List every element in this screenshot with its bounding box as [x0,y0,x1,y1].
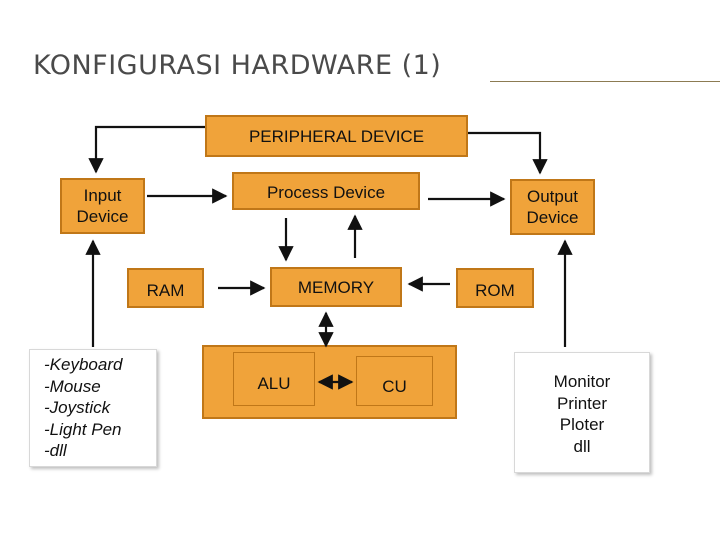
slide-title: KONFIGURASI HARDWARE (1) [33,50,442,81]
rom-label: ROM [475,280,515,300]
process-device-label: Process Device [266,183,386,202]
input-device-box: Input Device [60,178,145,234]
memory-box: MEMORY [270,267,402,307]
cu-box: CU [356,356,433,406]
input-devices-list: -Keyboard -Mouse -Joystick -Light Pen -d… [44,354,122,462]
memory-label: MEMORY [297,278,375,297]
peripheral-device-label: PERIPHERAL DEVICE [248,126,425,146]
input-device-line-2: Device [76,207,129,226]
input-device-item: -Light Pen [44,419,122,439]
output-device-label: Output Device [527,186,579,228]
peripheral-device-box: PERIPHERAL DEVICE [205,115,468,157]
output-devices-panel [514,352,650,473]
arrow-peripheral-to-input [88,125,205,174]
alu-box: ALU [233,352,315,406]
process-device-box: Process Device [232,172,420,210]
output-device-line-1: Output [526,187,579,206]
ram-label: RAM [146,280,185,300]
cu-label: CU [382,377,407,396]
input-device-item: -Joystick [44,398,111,417]
alu-label: ALU [257,374,291,393]
ram-box: RAM [127,268,204,308]
input-device-item: -Keyboard [44,355,123,374]
input-device-label: Input Device [77,185,129,227]
output-device-box: Output Device [510,179,595,235]
output-device-item: Monitor [553,372,611,391]
output-device-line-2: Device [526,208,579,227]
output-device-item: Printer [556,393,608,413]
output-device-item: dll [573,436,591,456]
input-device-item: -dll [44,441,67,460]
input-device-item: -Mouse [44,376,101,396]
title-divider [490,81,720,82]
input-devices-panel [29,349,157,467]
output-device-item: Ploter [559,415,605,434]
output-devices-list: Monitor Printer Ploter dll [514,371,650,457]
arrow-peripheral-to-output [468,131,548,175]
input-device-line-1: Input [83,186,122,205]
rom-box: ROM [456,268,534,308]
